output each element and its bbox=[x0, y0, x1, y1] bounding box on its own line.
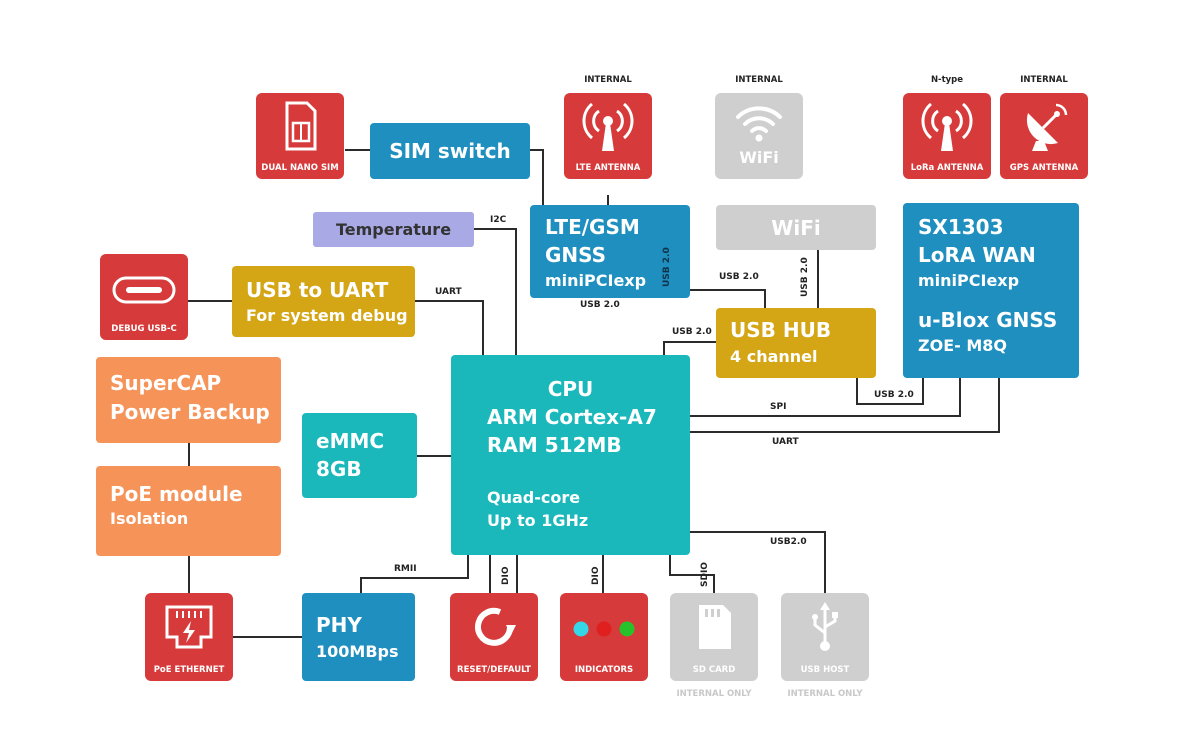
sim-switch-label: SIM switch bbox=[389, 139, 511, 163]
dio-indicators-link-label: DIO bbox=[591, 566, 601, 585]
debug-usb-caption: DEBUG USB-C bbox=[111, 324, 177, 334]
reset-default-button[interactable]: RESET/DEFAULT bbox=[450, 593, 538, 681]
antenna-icon bbox=[921, 102, 973, 151]
usb-to-uart-desc: For system debug bbox=[246, 306, 408, 325]
dual-nano-sim-tile: DUAL NANO SIM bbox=[256, 93, 344, 179]
phy-block: PHY 100MBps bbox=[302, 593, 415, 681]
usb-host-link-label: USB2.0 bbox=[770, 537, 807, 547]
debug-usb-c-tile: DEBUG USB-C bbox=[100, 254, 188, 340]
sdio-link-label: SDIO bbox=[700, 562, 710, 587]
poe-module-label: PoE module bbox=[110, 482, 243, 506]
sx1303-label: SX1303 bbox=[918, 215, 1004, 239]
lte-antenna-location: INTERNAL bbox=[584, 75, 632, 85]
wifi-block: WiFi bbox=[716, 205, 876, 250]
wifi-label: WiFi bbox=[771, 216, 821, 240]
rmii-link-label: RMII bbox=[394, 564, 417, 574]
gnss-label: GNSS bbox=[545, 243, 607, 267]
poe-module-desc: Isolation bbox=[110, 509, 189, 528]
spi-link-label: SPI bbox=[770, 402, 787, 412]
cpu-arch-label: ARM Cortex-A7 bbox=[487, 405, 657, 429]
cpu-cores-label: Quad-core bbox=[487, 488, 581, 507]
temperature-block: Temperature bbox=[313, 212, 474, 247]
wifi-icon-word: WiFi bbox=[739, 148, 779, 167]
dio-reset-link-label: DIO bbox=[501, 566, 511, 585]
lora-wan-label: LoRA WAN bbox=[918, 243, 1036, 267]
poe-ethernet-tile: PoE ETHERNET bbox=[145, 593, 233, 681]
led-indicators-icon bbox=[573, 621, 635, 637]
satellite-dish-icon bbox=[1026, 103, 1068, 151]
usb-to-uart-label: USB to UART bbox=[246, 278, 389, 302]
uart-gnss-link-label: UART bbox=[772, 437, 799, 447]
sd-card-note: INTERNAL ONLY bbox=[676, 689, 752, 699]
usb-hub-block: USB HUB 4 channel bbox=[716, 308, 876, 378]
lora-antenna-tile: LoRa ANTENNA bbox=[903, 93, 991, 179]
gps-antenna-caption: GPS ANTENNA bbox=[1009, 163, 1079, 173]
sd-card-tile: SD CARD bbox=[670, 593, 758, 681]
cpu-label: CPU bbox=[547, 377, 594, 401]
usb-host-note: INTERNAL ONLY bbox=[787, 689, 863, 699]
usb-hub-label: USB HUB bbox=[730, 318, 832, 342]
wifi-hub-usb-label: USB 2.0 bbox=[719, 272, 759, 282]
phy-speed: 100MBps bbox=[316, 642, 399, 661]
emmc-block: eMMC 8GB bbox=[302, 413, 417, 498]
zoe-label: ZOE- M8Q bbox=[918, 336, 1007, 355]
usb-icon bbox=[812, 602, 838, 651]
supercap-label: SuperCAP bbox=[110, 371, 222, 395]
temperature-label: Temperature bbox=[335, 220, 452, 239]
wifi-usb-vertical-label: USB 2.0 bbox=[800, 257, 810, 297]
usb-hub-desc: 4 channel bbox=[730, 347, 818, 366]
lte-bus-label: miniPCIexp bbox=[545, 271, 647, 290]
poe-module-block: PoE module Isolation bbox=[96, 466, 281, 556]
lte-gsm-block: LTE/GSM GNSS miniPCIexp USB 2.0 bbox=[530, 205, 690, 298]
indicators-caption: INDICATORS bbox=[574, 665, 634, 675]
supercap-desc: Power Backup bbox=[110, 400, 270, 424]
sim-caption: DUAL NANO SIM bbox=[261, 163, 339, 173]
emmc-label: eMMC bbox=[316, 429, 385, 453]
cpu-block: CPU ARM Cortex-A7 RAM 512MB Quad-core Up… bbox=[451, 355, 690, 555]
uart-debug-link-label: UART bbox=[435, 287, 462, 297]
gps-antenna-tile: GPS ANTENNA bbox=[1000, 93, 1088, 179]
indicators-tile: INDICATORS bbox=[560, 593, 648, 681]
supercap-block: SuperCAP Power Backup bbox=[96, 357, 281, 443]
wifi-antenna-location: INTERNAL bbox=[735, 75, 783, 85]
ublox-label: u-Blox GNSS bbox=[918, 308, 1058, 332]
gps-antenna-location: INTERNAL bbox=[1020, 75, 1068, 85]
cpu-ram-label: RAM 512MB bbox=[487, 433, 622, 457]
sd-card-icon bbox=[699, 605, 731, 649]
wifi-icon bbox=[736, 106, 782, 142]
reset-icon bbox=[475, 607, 516, 646]
usb-host-caption: USB HOST bbox=[800, 665, 850, 675]
wifi-antenna-tile: WiFi bbox=[715, 93, 803, 179]
poe-ethernet-caption: PoE ETHERNET bbox=[153, 665, 225, 675]
lte-usb-side-label: USB 2.0 bbox=[662, 247, 672, 287]
usb-host-tile: USB HOST bbox=[781, 593, 869, 681]
i2c-link-label: I2C bbox=[490, 215, 507, 225]
lora-antenna-connector: N-type bbox=[930, 75, 964, 85]
cpu-freq-label: Up to 1GHz bbox=[487, 511, 589, 530]
sim-card-icon bbox=[285, 101, 317, 151]
ethernet-icon bbox=[165, 605, 213, 649]
lora-antenna-caption: LoRa ANTENNA bbox=[910, 163, 984, 173]
lte-antenna-tile: LTE ANTENNA bbox=[564, 93, 652, 179]
cpu-hub-usb-label: USB 2.0 bbox=[672, 327, 712, 337]
lte-usb-link-label: USB 2.0 bbox=[580, 300, 620, 310]
antenna-icon bbox=[582, 102, 634, 151]
led-red bbox=[596, 621, 612, 637]
led-green bbox=[619, 621, 635, 637]
reset-caption: RESET/DEFAULT bbox=[457, 665, 531, 675]
usb-c-icon bbox=[112, 276, 176, 304]
lte-label: LTE/GSM bbox=[545, 215, 640, 239]
led-cyan bbox=[573, 621, 589, 637]
lora-bus-label: miniPCIexp bbox=[918, 271, 1020, 290]
hub-lora-usb-label: USB 2.0 bbox=[874, 390, 914, 400]
sim-switch-block: SIM switch bbox=[370, 123, 530, 179]
lora-gnss-block: SX1303 LoRA WAN miniPCIexp u-Blox GNSS Z… bbox=[903, 203, 1079, 378]
sd-card-caption: SD CARD bbox=[692, 665, 736, 675]
usb-to-uart-block: USB to UART For system debug bbox=[232, 266, 415, 337]
emmc-size: 8GB bbox=[316, 457, 362, 481]
lte-antenna-caption: LTE ANTENNA bbox=[575, 163, 641, 173]
phy-label: PHY bbox=[316, 613, 362, 637]
